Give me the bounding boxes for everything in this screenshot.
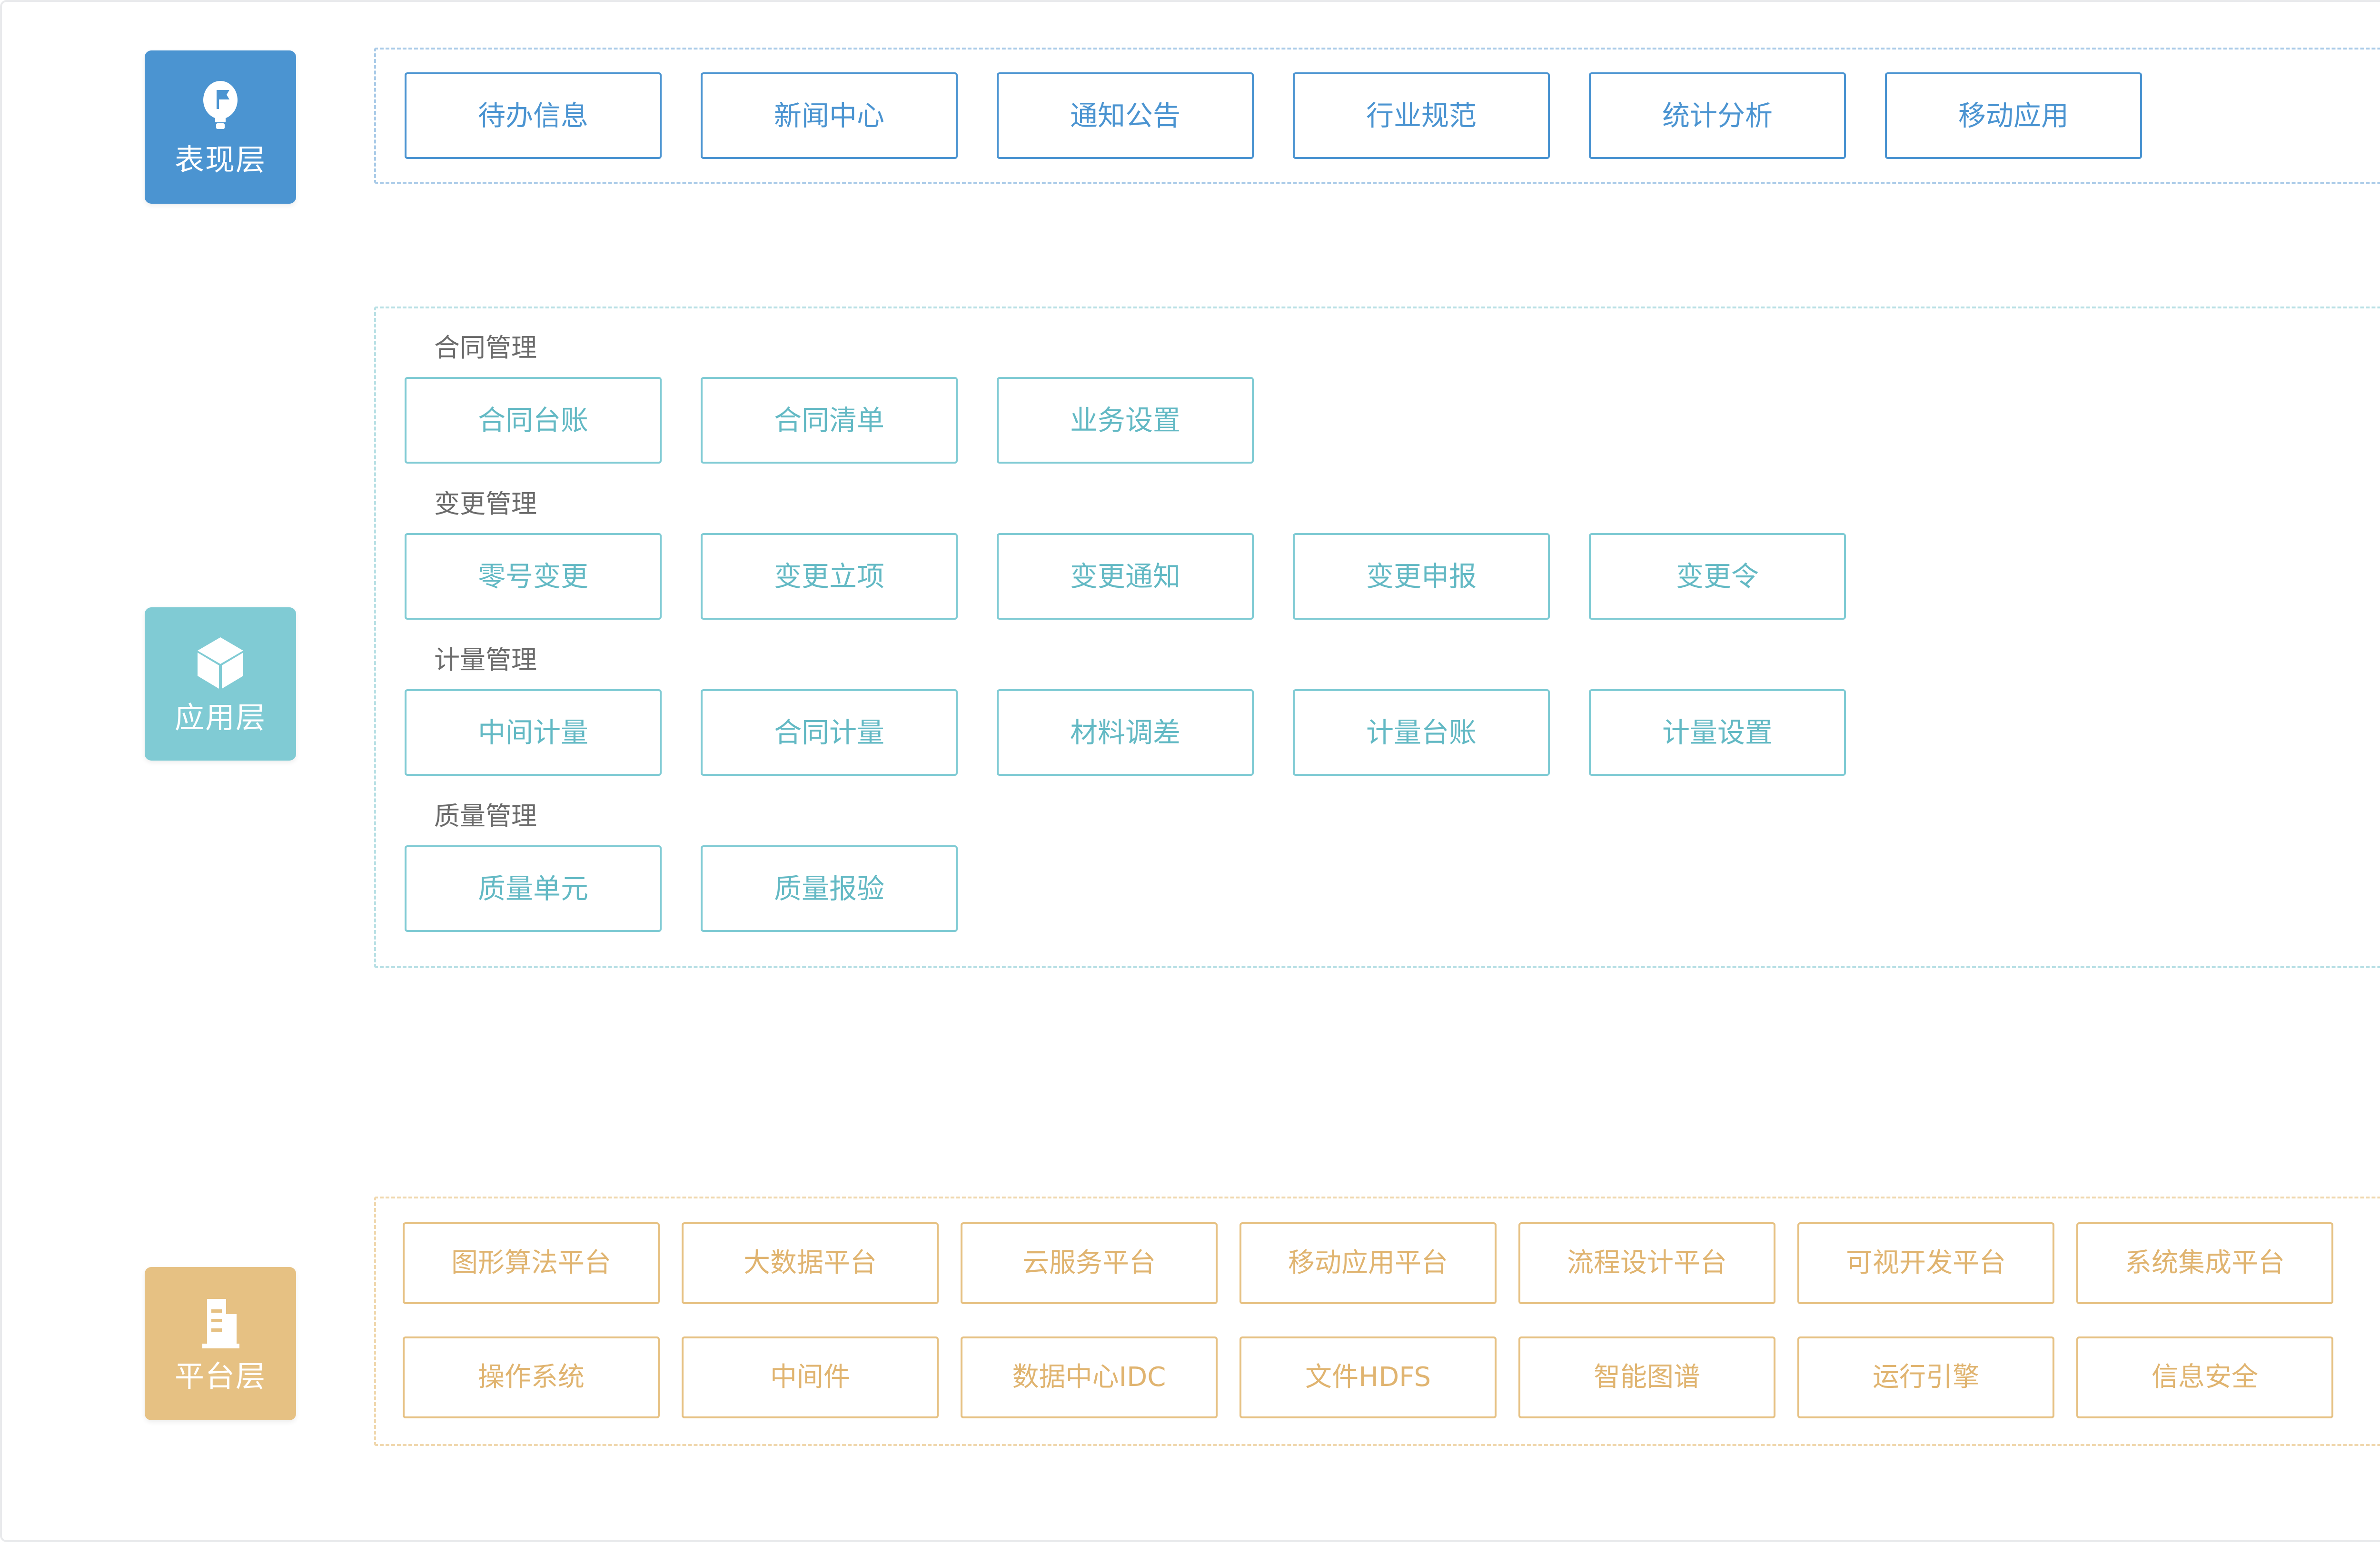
application-items-container: 合同管理 合同台账 合同清单 业务设置 变更管理 零号变更 变更立项 变更通知 … — [374, 307, 2380, 968]
presentation-item-5[interactable]: 移动应用 — [1885, 72, 2142, 159]
application-item-change-0[interactable]: 零号变更 — [405, 533, 662, 620]
application-item-measurement-3[interactable]: 计量台账 — [1293, 689, 1550, 776]
application-item-measurement-1[interactable]: 合同计量 — [701, 689, 958, 776]
presentation-items-container: 待办信息 新闻中心 通知公告 行业规范 统计分析 移动应用 — [374, 48, 2380, 184]
platform-item-r1-3[interactable]: 移动应用平台 — [1240, 1222, 1497, 1304]
platform-item-r2-3[interactable]: 文件HDFS — [1240, 1336, 1497, 1418]
platform-chip-row-2: 操作系统 中间件 数据中心IDC 文件HDFS 智能图谱 运行引擎 信息安全 — [403, 1336, 2380, 1418]
application-item-measurement-4[interactable]: 计量设置 — [1589, 689, 1846, 776]
application-item-contract-0[interactable]: 合同台账 — [405, 377, 662, 464]
platform-item-r2-4[interactable]: 智能图谱 — [1518, 1336, 1775, 1418]
application-chip-row-quality: 质量单元 质量报验 — [405, 845, 2380, 932]
platform-chip-row-1: 图形算法平台 大数据平台 云服务平台 移动应用平台 流程设计平台 可视开发平台 … — [403, 1222, 2380, 1304]
application-item-change-3[interactable]: 变更申报 — [1293, 533, 1550, 620]
application-item-contract-2[interactable]: 业务设置 — [997, 377, 1254, 464]
presentation-layer-row: 表现层 待办信息 新闻中心 通知公告 行业规范 统计分析 移动应用 — [145, 48, 2380, 204]
application-item-measurement-0[interactable]: 中间计量 — [405, 689, 662, 776]
platform-items-container: 图形算法平台 大数据平台 云服务平台 移动应用平台 流程设计平台 可视开发平台 … — [374, 1197, 2380, 1446]
application-group-title-measurement: 计量管理 — [434, 645, 537, 675]
presentation-item-4[interactable]: 统计分析 — [1589, 72, 1846, 159]
application-item-contract-1[interactable]: 合同清单 — [701, 377, 958, 464]
platform-item-r1-1[interactable]: 大数据平台 — [682, 1222, 939, 1304]
application-item-quality-0[interactable]: 质量单元 — [405, 845, 662, 932]
presentation-item-0[interactable]: 待办信息 — [405, 72, 662, 159]
layer-tile-platform[interactable]: 平台层 — [145, 1267, 296, 1420]
application-item-change-2[interactable]: 变更通知 — [997, 533, 1254, 620]
platform-item-r1-5[interactable]: 可视开发平台 — [1797, 1222, 2054, 1304]
platform-item-r2-5[interactable]: 运行引擎 — [1797, 1336, 2054, 1418]
platform-item-r2-0[interactable]: 操作系统 — [403, 1336, 660, 1418]
presentation-item-2[interactable]: 通知公告 — [997, 72, 1254, 159]
platform-item-r2-1[interactable]: 中间件 — [682, 1336, 939, 1418]
platform-item-r1-2[interactable]: 云服务平台 — [961, 1222, 1218, 1304]
layer-tile-presentation[interactable]: 表现层 — [145, 50, 296, 204]
application-item-change-4[interactable]: 变更令 — [1589, 533, 1846, 620]
cube-icon — [196, 635, 245, 691]
application-chip-row-contract: 合同台账 合同清单 业务设置 — [405, 377, 2380, 464]
presentation-item-3[interactable]: 行业规范 — [1293, 72, 1550, 159]
layer-label-platform: 平台层 — [174, 1359, 266, 1394]
lightbulb-flag-icon — [200, 79, 241, 133]
platform-item-r1-4[interactable]: 流程设计平台 — [1518, 1222, 1775, 1304]
application-group-title-quality: 质量管理 — [434, 801, 537, 831]
application-group-change: 变更管理 零号变更 变更立项 变更通知 变更申报 变更令 — [405, 491, 2380, 620]
application-chip-row-change: 零号变更 变更立项 变更通知 变更申报 变更令 — [405, 533, 2380, 620]
layer-label-application: 应用层 — [174, 700, 266, 735]
application-item-measurement-2[interactable]: 材料调差 — [997, 689, 1254, 776]
application-group-title-change: 变更管理 — [434, 489, 537, 519]
application-item-change-1[interactable]: 变更立项 — [701, 533, 958, 620]
application-group-measurement: 计量管理 中间计量 合同计量 材料调差 计量台账 计量设置 — [405, 647, 2380, 776]
application-item-quality-1[interactable]: 质量报验 — [701, 845, 958, 932]
platform-item-r2-2[interactable]: 数据中心IDC — [961, 1336, 1218, 1418]
platform-item-r1-6[interactable]: 系统集成平台 — [2076, 1222, 2333, 1304]
building-icon — [197, 1296, 244, 1349]
application-layer-row: 应用层 合同管理 合同台账 合同清单 业务设置 变更管理 零号变更 — [145, 307, 2380, 968]
platform-item-r2-6[interactable]: 信息安全 — [2076, 1336, 2333, 1418]
layer-tile-application[interactable]: 应用层 — [145, 607, 296, 761]
platform-layer-row: 平台层 图形算法平台 大数据平台 云服务平台 移动应用平台 流程设计平台 可视开… — [145, 1197, 2380, 1446]
application-group-title-contract: 合同管理 — [434, 333, 537, 363]
application-chip-row-measurement: 中间计量 合同计量 材料调差 计量台账 计量设置 — [405, 689, 2380, 776]
layer-label-presentation: 表现层 — [174, 142, 266, 177]
presentation-item-1[interactable]: 新闻中心 — [701, 72, 958, 159]
application-group-quality: 质量管理 质量单元 质量报验 — [405, 803, 2380, 932]
platform-item-r1-0[interactable]: 图形算法平台 — [403, 1222, 660, 1304]
presentation-chip-row: 待办信息 新闻中心 通知公告 行业规范 统计分析 移动应用 — [405, 72, 2380, 159]
application-group-contract: 合同管理 合同台账 合同清单 业务设置 — [405, 335, 2380, 464]
